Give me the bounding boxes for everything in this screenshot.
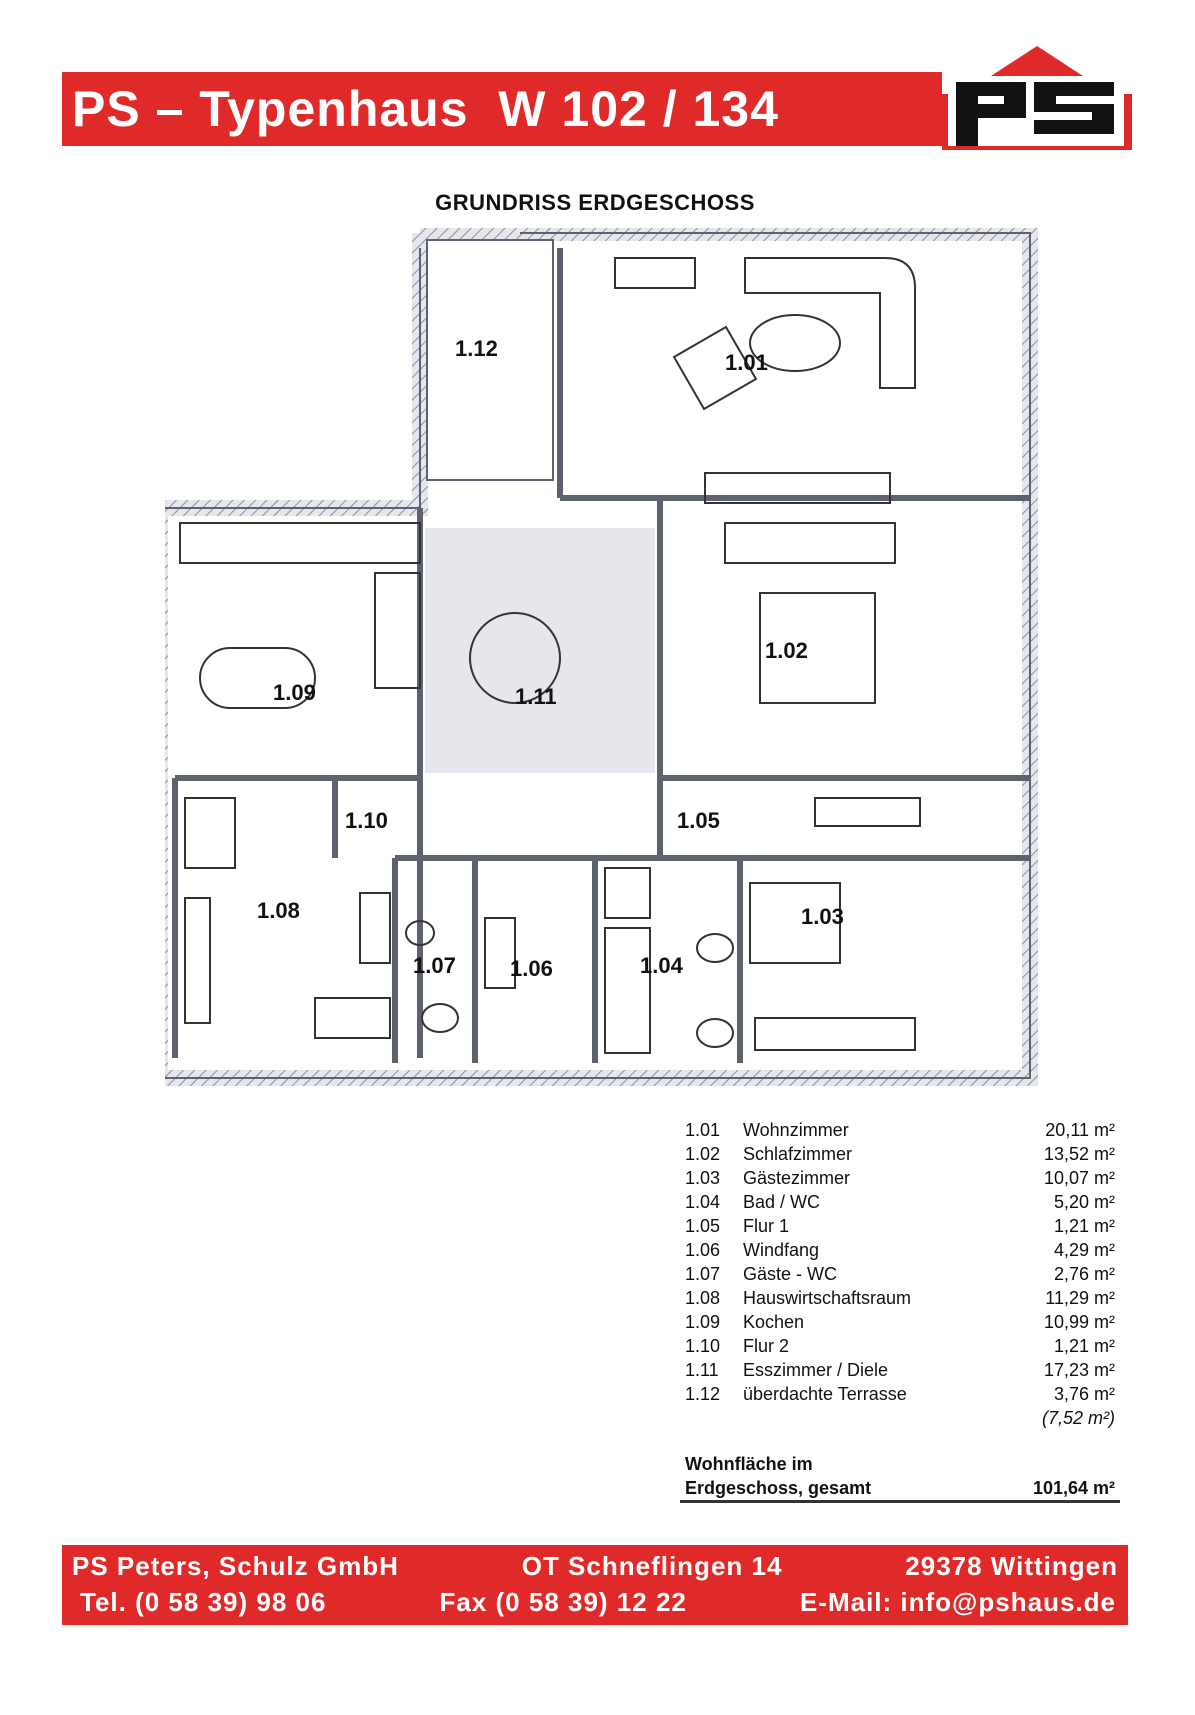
footer-email[interactable]: E-Mail: info@pshaus.de: [799, 1587, 1116, 1617]
total-area: Wohnfläche im Erdgeschoss, gesamt 101,64…: [685, 1452, 1115, 1500]
table-row: 1.04 Bad / WC 5,20 m²: [685, 1192, 1115, 1212]
table-row: 1.01 Wohnzimmer 20,11 m²: [685, 1120, 1115, 1140]
table-row: 1.12 überdachte Terrasse 3,76 m²: [685, 1384, 1115, 1404]
total-value: 101,64 m²: [1032, 1478, 1115, 1498]
room-label-1-05: 1.05: [677, 808, 720, 833]
room-label-1-01: 1.01: [725, 350, 768, 375]
header-title: PS – Typenhaus W 102 / 134: [72, 81, 779, 137]
terrace-full-area: (7,52 m²): [1041, 1408, 1115, 1428]
area-table: 1.01 Wohnzimmer 20,11 m² 1.02 Schlafzimm…: [685, 1118, 1115, 1430]
table-row: 1.09 Kochen 10,99 m²: [685, 1312, 1115, 1332]
table-row: 1.05 Flur 1 1,21 m²: [685, 1216, 1115, 1236]
dining-floor-shade: [425, 528, 655, 773]
footer-fax: Fax (0 58 39) 12 22: [439, 1587, 687, 1617]
table-row: 1.07 Gäste - WC 2,76 m²: [685, 1264, 1115, 1284]
table-row: 1.02 Schlafzimmer 13,52 m²: [685, 1144, 1115, 1164]
furniture: [179, 257, 921, 1054]
total-underline: [680, 1500, 1120, 1503]
room-label-1-06: 1.06: [510, 956, 553, 981]
footer-street: OT Schneflingen 14: [521, 1551, 783, 1581]
room-label-1-07: 1.07: [413, 953, 456, 978]
terrace-outline: [426, 239, 554, 481]
header-bar: PS – Typenhaus W 102 / 134: [62, 72, 942, 146]
room-label-1-03: 1.03: [801, 904, 844, 929]
table-row: 1.03 Gästezimmer 10,07 m²: [685, 1168, 1115, 1188]
room-label-1-04: 1.04: [640, 953, 684, 978]
footer-city: 29378 Wittingen: [905, 1551, 1118, 1581]
footer-bar: PS Peters, Schulz GmbH OT Schneflingen 1…: [62, 1545, 1128, 1625]
room-label-1-12: 1.12: [455, 336, 498, 361]
total-label-line2: Erdgeschoss, gesamt: [685, 1478, 872, 1498]
room-label-1-09: 1.09: [273, 680, 316, 705]
footer-company: PS Peters, Schulz GmbH: [72, 1551, 399, 1581]
table-row: 1.06 Windfang 4,29 m²: [685, 1240, 1115, 1260]
room-label-1-02: 1.02: [765, 638, 808, 663]
table-row: 1.11 Esszimmer / Diele 17,23 m²: [685, 1360, 1115, 1380]
room-label-1-11: 1.11: [515, 684, 557, 709]
ps-logo: [942, 46, 1132, 150]
table-row: 1.08 Hauswirtschaftsraum 11,29 m²: [685, 1288, 1115, 1308]
footer-tel: Tel. (0 58 39) 98 06: [80, 1587, 327, 1617]
total-label-line1: Wohnfläche im: [685, 1454, 813, 1474]
plan-title: GRUNDRISS ERDGESCHOSS: [435, 190, 755, 215]
table-row: 1.10 Flur 2 1,21 m²: [685, 1336, 1115, 1356]
logo-p-glyph: [956, 82, 1026, 146]
logo-s-glyph: [1034, 82, 1114, 134]
floor-plan: 1.12 1.01 1.09 1.11 1.02 1.10 1.05 1.08 …: [165, 228, 1038, 1086]
interior-walls: [172, 248, 1030, 1063]
room-label-1-08: 1.08: [257, 898, 300, 923]
room-label-1-10: 1.10: [345, 808, 388, 833]
